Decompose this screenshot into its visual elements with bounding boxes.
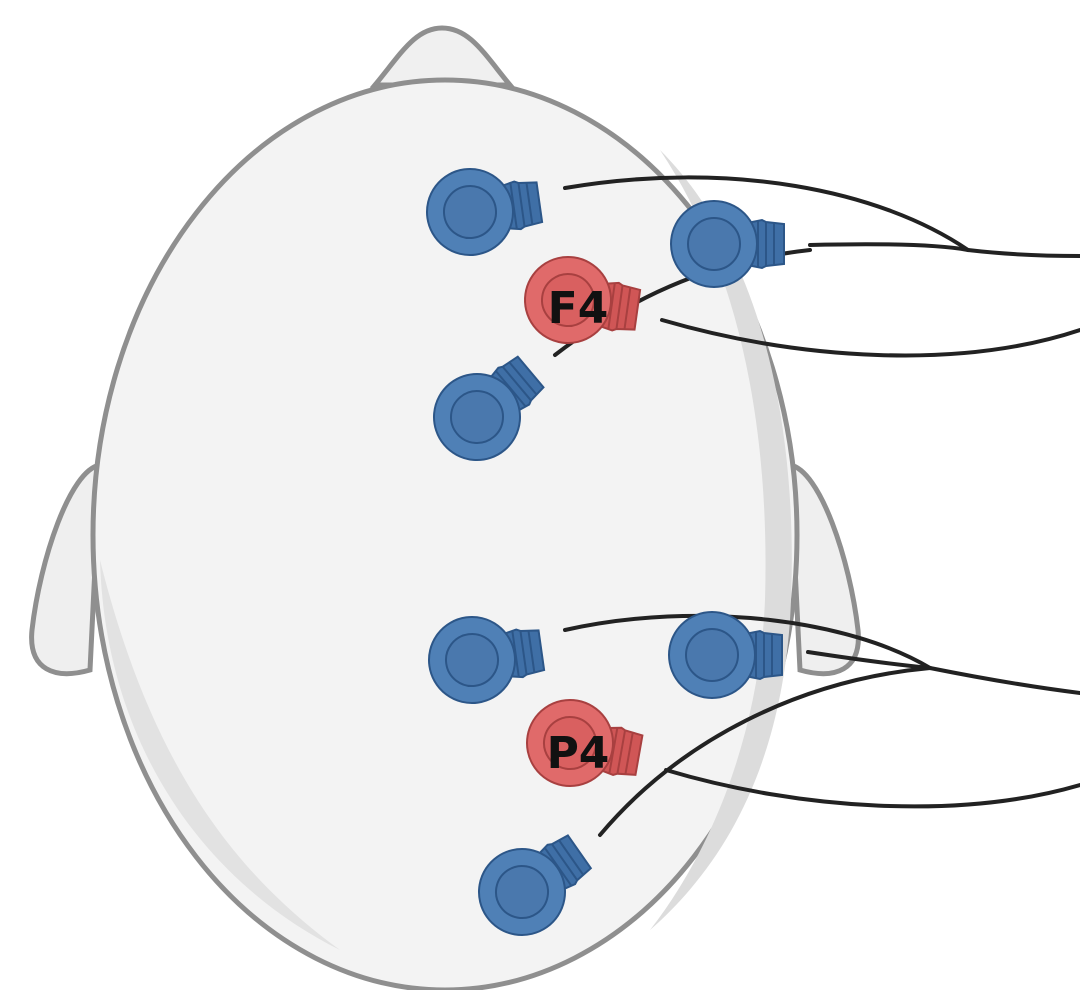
electrode-upper-right (671, 201, 784, 287)
right-ear (790, 465, 858, 674)
electrode-f4-label: F4 (548, 283, 609, 334)
nose (375, 28, 510, 85)
left-ear (32, 465, 100, 674)
electrode-p4-label: P4 (547, 728, 610, 779)
